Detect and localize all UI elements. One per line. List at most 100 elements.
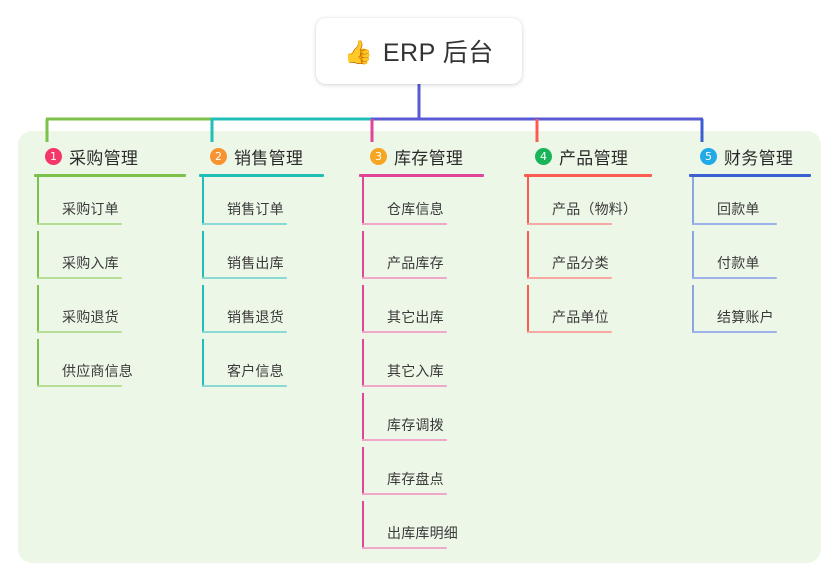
branch-item-label: 出库库明细 (387, 525, 458, 541)
branch-item[interactable]: 出库库明细 (359, 501, 484, 555)
branch-item-stem (202, 339, 204, 387)
branch-item-label: 其它入库 (387, 363, 444, 379)
branch-item[interactable]: 其它入库 (359, 339, 484, 393)
branch-item-rule (362, 331, 447, 333)
branch-item-label: 产品分类 (552, 255, 609, 271)
branch-header-1[interactable]: 1 采购管理 (34, 143, 186, 169)
branch-item-list: 仓库信息产品库存其它出库其它入库库存调拨库存盘点出库库明细 (359, 177, 484, 555)
branch-header-rule (199, 174, 324, 177)
root-node[interactable]: 👍 ERP 后台 (316, 18, 522, 84)
branch-item[interactable]: 产品单位 (524, 285, 652, 339)
branch-item-label: 其它出库 (387, 309, 444, 325)
branch-item-label: 付款单 (717, 255, 760, 271)
branch-item-stem (692, 285, 694, 333)
branch-title: 采购管理 (69, 148, 139, 168)
branch-item[interactable]: 产品分类 (524, 231, 652, 285)
branch-item-label: 客户信息 (227, 363, 284, 379)
branch-number-badge: 5 (700, 147, 717, 165)
branch-item-label: 采购订单 (62, 201, 119, 217)
branch-title: 产品管理 (559, 148, 629, 168)
branch-item-label: 销售订单 (227, 201, 284, 217)
branch-item-stem (362, 393, 364, 441)
branch-item[interactable]: 库存盘点 (359, 447, 484, 501)
branch-item-label: 结算账户 (717, 309, 774, 325)
branch-item[interactable]: 销售订单 (199, 177, 324, 231)
branch-item-rule (362, 547, 447, 549)
branch-number-badge: 4 (535, 147, 552, 165)
branch-item-label: 仓库信息 (387, 201, 444, 217)
branch-item-stem (37, 177, 39, 225)
branch-item-stem (692, 231, 694, 279)
branch-item[interactable]: 库存调拨 (359, 393, 484, 447)
branch-item-stem (527, 231, 529, 279)
branch-item-stem (362, 285, 364, 333)
branch-number-badge: 2 (210, 147, 227, 165)
branch-item-rule (527, 223, 612, 225)
branch-item-rule (202, 277, 287, 279)
branch-number-badge: 1 (45, 147, 62, 165)
branch-item-rule (202, 223, 287, 225)
branch-item-stem (202, 285, 204, 333)
branch-item[interactable]: 付款单 (689, 231, 811, 285)
branch-item-list: 销售订单销售出库销售退货客户信息 (199, 177, 324, 393)
branch-item-stem (362, 447, 364, 495)
branch-item-stem (527, 285, 529, 333)
branch-item-rule (362, 385, 447, 387)
branch-item-rule (362, 439, 447, 441)
branch-title: 库存管理 (394, 148, 464, 168)
branch-item[interactable]: 采购退货 (34, 285, 186, 339)
branch-item[interactable]: 回款单 (689, 177, 811, 231)
branch-item-stem (362, 231, 364, 279)
branch-item[interactable]: 结算账户 (689, 285, 811, 339)
branch-item-rule (202, 331, 287, 333)
branch-item-rule (37, 331, 122, 333)
branch-item-rule (362, 277, 447, 279)
branch-item[interactable]: 仓库信息 (359, 177, 484, 231)
branch-item-stem (202, 177, 204, 225)
branch-item[interactable]: 采购入库 (34, 231, 186, 285)
branch-item-label: 采购退货 (62, 309, 119, 325)
branch-item[interactable]: 销售退货 (199, 285, 324, 339)
branch-item-label: 采购入库 (62, 255, 119, 271)
branch-item-rule (692, 277, 777, 279)
branch-item-label: 产品（物料） (552, 201, 638, 217)
branch-header-rule (689, 174, 811, 177)
branch-item-rule (692, 331, 777, 333)
branch-header-rule (524, 174, 652, 177)
branch-item[interactable]: 产品（物料） (524, 177, 652, 231)
branch-item-label: 供应商信息 (62, 363, 133, 379)
branch-item-rule (692, 223, 777, 225)
branch-item-list: 产品（物料） 产品分类产品单位 (524, 177, 652, 339)
branch-item-list: 回款单付款单结算账户 (689, 177, 811, 339)
branch-item-label: 产品库存 (387, 255, 444, 271)
branch-item-label: 销售退货 (227, 309, 284, 325)
branch-item[interactable]: 供应商信息 (34, 339, 186, 393)
branch-item-label: 库存调拨 (387, 417, 444, 433)
branch-item-stem (202, 231, 204, 279)
branch-item-rule (362, 493, 447, 495)
branch-item-stem (362, 177, 364, 225)
branch-header-4[interactable]: 4 产品管理 (524, 143, 652, 169)
branch-item-stem (37, 231, 39, 279)
branch-item[interactable]: 其它出库 (359, 285, 484, 339)
branch-item[interactable]: 采购订单 (34, 177, 186, 231)
branch-item-rule (37, 385, 122, 387)
branch-item-label: 产品单位 (552, 309, 609, 325)
branch-item-list: 采购订单采购入库采购退货供应商信息 (34, 177, 186, 393)
branch-item-stem (527, 177, 529, 225)
branch-item[interactable]: 客户信息 (199, 339, 324, 393)
branch-item-rule (527, 277, 612, 279)
branch-column-4: 4 产品管理产品（物料） 产品分类产品单位 (524, 143, 652, 339)
branch-item[interactable]: 销售出库 (199, 231, 324, 285)
root-node-title: ERP 后台 (382, 39, 494, 67)
branch-item[interactable]: 产品库存 (359, 231, 484, 285)
branch-item-label: 销售出库 (227, 255, 284, 271)
branch-item-stem (37, 339, 39, 387)
